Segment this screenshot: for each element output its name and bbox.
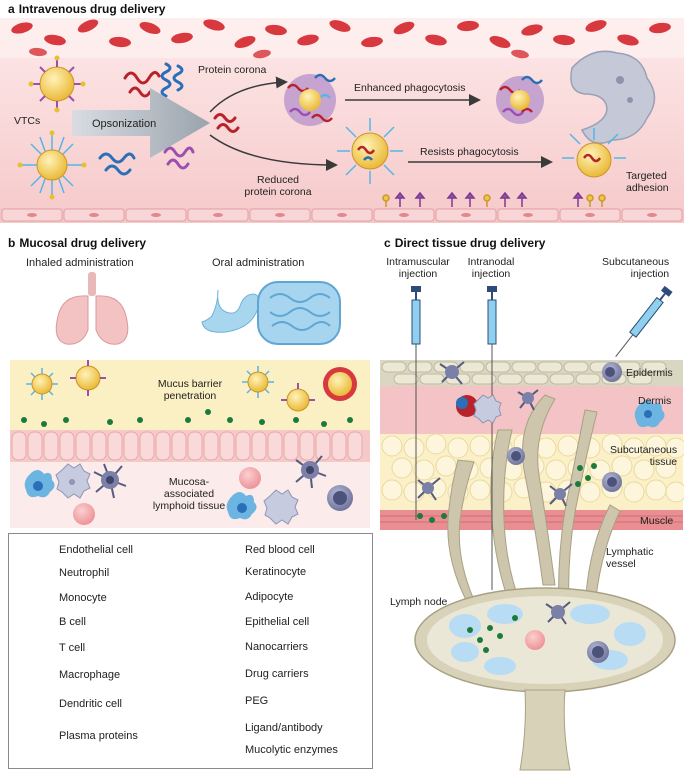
- intranodal-line-2: injection: [471, 268, 511, 280]
- vtc-particle-top: [28, 55, 86, 113]
- red-blood-cells: [11, 19, 671, 59]
- subcutaneous-line-2: injection: [630, 268, 670, 280]
- opsonization-arrow: [72, 88, 210, 158]
- panel-a-title-text: Intravenous drug delivery: [18, 2, 166, 16]
- intestines-illustration: [257, 281, 341, 345]
- intramuscular-injection-label: Intramuscular injection: [380, 256, 456, 280]
- nanocarriers-dots: [21, 409, 353, 427]
- dermis-label: Dermis: [638, 395, 672, 407]
- vtc-particle-bottom: [17, 130, 87, 200]
- legend-label-endothelial-cell: Endothelial cell: [59, 544, 133, 556]
- legend-label-mucolytic-enzymes: Mucolytic enzymes: [245, 744, 338, 756]
- lungs-illustration: [55, 272, 129, 345]
- subcutaneous-tissue-line-2: tissue: [649, 456, 678, 468]
- legend-label-t-cell: T cell: [59, 642, 86, 654]
- epidermis-label: Epidermis: [626, 367, 673, 379]
- targeted-adhesion-label: Targeted adhesion: [626, 170, 669, 194]
- panel-c-title-text: Direct tissue drug delivery: [394, 236, 546, 250]
- subcutaneous-injection-label: Subcutaneous injection: [602, 256, 669, 280]
- surface-receptors: [382, 191, 606, 207]
- reduced-protein-corona-label: Reduced protein corona: [218, 174, 338, 198]
- mucus-line-2: penetration: [163, 390, 217, 402]
- intramuscular-line-2: injection: [398, 268, 438, 280]
- mucus-barrier-label: Mucus barrier penetration: [140, 378, 240, 402]
- stomach-illustration: [201, 289, 260, 333]
- inhaled-administration-label: Inhaled administration: [26, 257, 134, 269]
- malt-label: Mucosa- associated lymphoid tissue: [134, 476, 244, 512]
- protein-corona-label: Protein corona: [198, 64, 267, 76]
- opsonization-label: Opsonization: [92, 118, 157, 130]
- intramuscular-line-1: Intramuscular: [386, 256, 450, 268]
- legend-label-red-blood-cell: Red blood cell: [245, 544, 315, 556]
- legend-label-monocyte: Monocyte: [59, 592, 107, 604]
- lymphatic-line-2: vessel: [606, 558, 636, 570]
- lymphatic-vessel-label: Lymphatic vessel: [606, 546, 653, 570]
- mucus-carriers: [26, 360, 357, 412]
- legend-label-peg: PEG: [245, 695, 269, 707]
- vtcs-label: VTCs: [14, 115, 41, 127]
- reduced-corona-particle: [337, 118, 403, 184]
- muscle-label: Muscle: [640, 515, 674, 527]
- lymph-node: [414, 587, 676, 771]
- legend-label-ligand-antibody: Ligand/antibody: [245, 722, 323, 734]
- targeted-line-1: Targeted: [626, 170, 667, 182]
- phagocytosed-particle: [496, 75, 544, 124]
- reduced-corona-line-1: Reduced: [256, 174, 300, 186]
- malt-line-3: lymphoid tissue: [152, 500, 226, 512]
- endothelial-wall: [0, 208, 684, 222]
- syringes: [411, 285, 673, 590]
- subcutaneous-line-1: Subcutaneous: [602, 256, 670, 268]
- panel-b-title-text: Mucosal drug delivery: [19, 236, 147, 250]
- legend-label-drug-carriers: Drug carriers: [245, 668, 309, 680]
- enhanced-phagocytosis-label: Enhanced phagocytosis: [354, 82, 466, 94]
- pathway-arrows: [209, 76, 553, 171]
- panel-c-letter: c: [384, 236, 391, 250]
- intranodal-line-1: Intranodal: [467, 256, 515, 268]
- legend: Endothelial cell Neutrophil Monocyte B c…: [8, 533, 373, 769]
- legend-label-keratinocyte: Keratinocyte: [245, 566, 307, 578]
- intranodal-injection-label: Intranodal injection: [458, 256, 524, 280]
- epithelial-layer: [10, 430, 370, 462]
- panel-a-letter: a: [8, 2, 15, 16]
- resists-phagocytosis-label: Resists phagocytosis: [420, 146, 519, 158]
- mucus-line-1: Mucus barrier: [157, 378, 223, 390]
- plasma-proteins-group: [98, 62, 240, 176]
- legend-label-epithelial-cell: Epithelial cell: [245, 616, 310, 628]
- legend-label-adipocyte: Adipocyte: [245, 591, 294, 603]
- legend-label-b-cell: B cell: [59, 616, 86, 628]
- subcutaneous-tissue-label: Subcutaneous tissue: [610, 444, 677, 468]
- malt-line-2: associated: [163, 488, 215, 500]
- targeted-line-2: adhesion: [626, 182, 669, 194]
- mucosal-immune-cells: [24, 455, 353, 525]
- lymphatic-line-1: Lymphatic: [606, 546, 654, 558]
- targeted-particle: [562, 128, 626, 178]
- lymphatic-vessels: [447, 394, 621, 611]
- reduced-corona-line-2: protein corona: [244, 186, 312, 198]
- malt-line-1: Mucosa-: [168, 476, 210, 488]
- tissue-immune-cells: [417, 361, 665, 523]
- legend-label-dendritic-cell: Dendritic cell: [59, 698, 122, 710]
- panel-b-letter: b: [8, 236, 16, 250]
- legend-label-neutrophil: Neutrophil: [59, 567, 110, 579]
- protein-corona-particle: [284, 73, 336, 126]
- lymph-node-label: Lymph node: [390, 596, 448, 608]
- legend-label-macrophage: Macrophage: [59, 669, 121, 681]
- legend-label-nanocarriers: Nanocarriers: [245, 641, 308, 653]
- subcutaneous-tissue-line-1: Subcutaneous: [610, 444, 678, 456]
- legend-label-plasma-proteins: Plasma proteins: [59, 730, 138, 742]
- oral-administration-label: Oral administration: [212, 257, 305, 269]
